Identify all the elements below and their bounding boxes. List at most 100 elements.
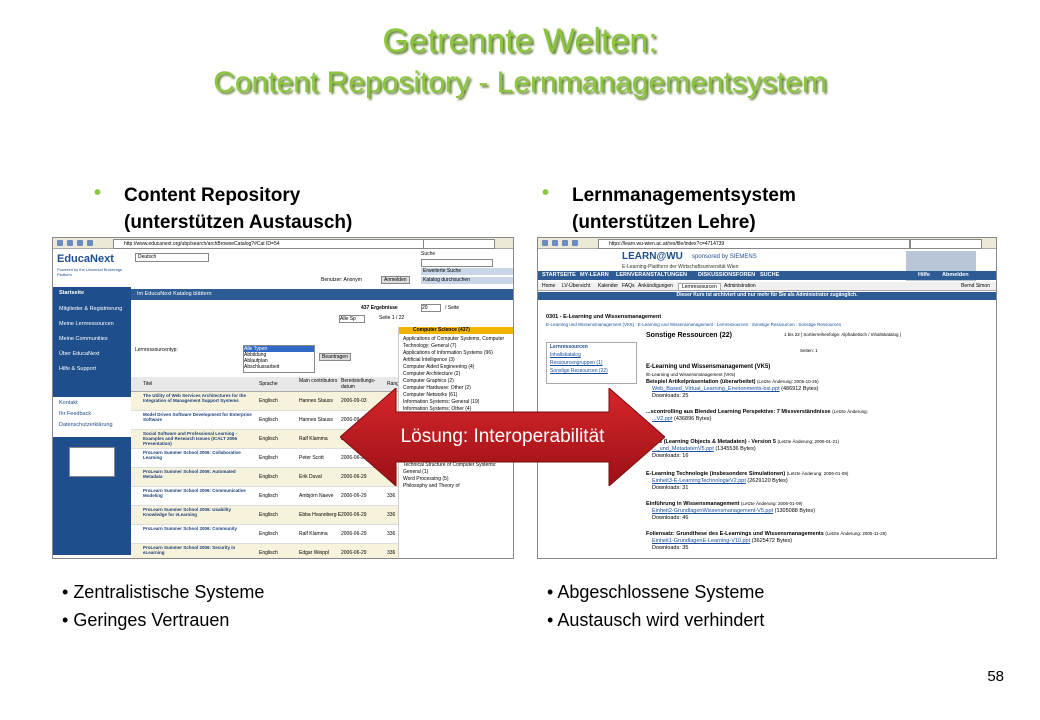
sidebar-item-other[interactable]: Sonstige Ressourcen (22) [550,368,608,374]
col-title[interactable]: Titel [143,381,153,387]
cell-title[interactable]: ProLearn Summer School 2006: Automated M… [143,469,236,479]
address-bar[interactable]: http://www.educanext.org/ubp/search/arch… [113,239,425,249]
cell-author: Ambjörn Naeve [299,493,334,499]
language-select[interactable]: Deutsch [135,253,209,262]
language-filter[interactable]: Alle Sp [339,315,365,323]
resource-file-link[interactable]: Web_Based_Virtual_Learning_Environments-… [652,386,780,392]
resource-file-link[interactable]: Einheit3-E-LearningTechnologieV2.ppt [652,478,746,484]
browser-toolbar: https://learn.wu-wien.ac.at/res/file/ind… [538,238,996,249]
sidebar-item-members[interactable]: Mitglieder & Registrierung [59,306,123,312]
cell-title[interactable]: Model Driven Software Development for En… [143,412,252,422]
col-language[interactable]: Sprache [259,381,278,387]
category-item[interactable]: Applications of Information Systems (96) [403,350,493,356]
resource-type-list[interactable]: Alle Typen Abbildung Ablaufplan Abschlus… [243,345,315,373]
table-row[interactable]: ProLearn Summer School 2006: Security in… [131,544,411,558]
breadcrumb[interactable]: E-Learning und Wissensmanagement (VK5) :… [546,322,842,327]
category-item[interactable]: Applications of Computer Systems, Comput… [403,336,505,349]
category-item[interactable]: Computer Networks (61) [403,392,458,398]
sidebar-item-home[interactable]: Startseite [59,290,85,296]
sidebar-item-communities[interactable]: Meine Communities [59,336,108,342]
resource-size: (3625472 Bytes) [751,538,793,544]
resource-title-text: ...scontrolling aus Blended Learning Per… [646,409,831,415]
resource-file-link[interactable]: ...V2.ppt [652,416,673,422]
sidebar-item-resources[interactable]: Meine Lernressourcen [59,321,114,327]
table-row[interactable]: ProLearn Summer School 2006: Usability K… [131,506,411,525]
cell-title[interactable]: ProLearn Summer School 2006: Security in… [143,545,236,555]
category-item[interactable]: Word Processing (5) [403,476,449,482]
category-item[interactable]: Philosophy and Theory of [403,483,460,489]
category-item[interactable]: Information Systems: General (19) [403,399,480,405]
resource-title: ...ards (Learning Objects & Metadaten) -… [646,438,946,446]
category-header[interactable]: Computer Science (437) [399,327,513,334]
extended-search-link[interactable]: Erweiterte Suche [421,268,513,275]
sidebar-item-catalog[interactable]: Inhaltskatalog [550,352,581,358]
tab-announcements[interactable]: Ankündigungen [638,283,673,289]
sidebar-nav: Startseite Mitglieder & Registrierung Me… [53,287,131,555]
cell-title[interactable]: ProLearn Summer School 2006: Communicati… [143,488,246,498]
browser-search-input[interactable] [423,239,495,249]
resource-title-text: ...ards (Learning Objects & Metadaten) -… [646,439,776,445]
category-item[interactable]: Computer Hardware: Other (2) [403,385,471,391]
sidebar-item-privacy[interactable]: Datenschutzerklärung [59,422,113,428]
browse-catalog-link[interactable]: Katalog durchsuchen [421,277,513,284]
course-title: 0301 - E-Learning und Wissensmanagement [546,314,662,320]
resource-file-link[interactable]: Einheit1-GrundlagenE-Learning-V10.ppt [652,538,751,544]
nav-logout[interactable]: Abmelden [942,272,969,278]
nav-forums[interactable]: DISKUSSIONSFOREN [698,272,756,278]
table-row[interactable]: ProLearn Summer School 2006: Communicati… [131,487,411,506]
cell-title[interactable]: Social Software and Professional Learnin… [143,431,238,446]
nav-help[interactable]: Hilfe [918,272,930,278]
cell-date: 2006-09-03 [341,417,367,423]
category-item[interactable]: Computer Graphics (2) [403,378,454,384]
col-contributors[interactable]: Main contributors [299,378,338,384]
type-option[interactable]: Abschlussarbeit [244,364,280,370]
browser-search-input[interactable] [910,239,982,249]
per-page-select[interactable]: 20 [421,304,441,312]
cell-title[interactable]: ProLearn Summer School 2006: Community [143,526,238,531]
resource-file-link[interactable]: Einheit2-GrundlagenWissensmanagement-V5.… [652,508,774,514]
cell-title[interactable]: ProLearn Summer School 2006: Usability K… [143,507,232,517]
site-search-input[interactable] [421,259,493,267]
category-item[interactable]: Information Systems: Other (4) [403,406,472,412]
tab-administration[interactable]: Administration [724,283,756,289]
login-button[interactable]: Anmelden [381,276,410,284]
col-rank[interactable]: Rang [387,381,399,387]
category-item[interactable]: Technical Structure of Computer Systems:… [403,462,497,475]
nav-search[interactable]: SUCHE [760,272,780,278]
tab-overview[interactable]: LV-Übersicht [562,283,591,289]
cell-title[interactable]: The Utility of Web Services Architecture… [143,393,247,403]
sidebar-item-about[interactable]: Über EducaNext [59,351,100,357]
sidebar-item-help[interactable]: Hilfe & Support [59,366,96,372]
sidebar-item-feedback[interactable]: Ihr Feedback [59,411,92,417]
cell-title[interactable]: ProLearn Summer School 2006: Collaborati… [143,450,241,460]
type-option[interactable]: Alle Typen [244,346,314,352]
category-item[interactable]: Computer Architecture (2) [403,371,461,377]
nav-mylearn[interactable]: MY-LEARN [580,272,609,278]
table-row[interactable]: ProLearn Summer School 2006: Automated M… [131,468,411,487]
resource-file-link[interactable]: ..._und_MetadatenV5.ppt [652,446,714,452]
results-table-header: Titel Sprache Main contributors Bereitst… [131,377,403,392]
sidebar-item-groups[interactable]: Ressourcengruppen (1) [550,360,603,366]
category-item[interactable]: Artificial Intelligence (3) [403,357,455,363]
type-option[interactable]: Abbildung [244,352,267,358]
table-row[interactable]: Model Driven Software Development for En… [131,411,411,430]
address-bar[interactable]: https://learn.wu-wien.ac.at/res/file/ind… [598,239,910,249]
resource-size: (1305088 Bytes) [774,508,815,514]
resource-file-line: ..._und_MetadatenV5.ppt (1345536 Bytes) [646,446,946,453]
col-date[interactable]: Bereitstellungs-datum [341,378,376,390]
tab-home[interactable]: Home [542,283,556,289]
resource-file-line: ...V2.ppt (436896 Bytes) [646,416,946,423]
resource-size: (436896 Bytes) [674,416,712,422]
table-row[interactable]: The Utility of Web Services Architecture… [131,392,411,411]
nav-courses[interactable]: LERNVERANSTALTUNGEN [616,272,687,278]
apply-button[interactable]: Beantragen [319,353,351,361]
category-item[interactable]: Computer Aided Engineering (4) [403,364,475,370]
sidebar-item-contact[interactable]: Kontakt [59,400,78,406]
tab-faqs[interactable]: FAQs [622,283,635,289]
tab-resources[interactable]: Lernressourcen [678,283,721,291]
tab-calendar[interactable]: Kalender [598,283,619,289]
type-option[interactable]: Ablaufplan [244,358,268,364]
table-row[interactable]: Social Software and Professional Learnin… [131,430,411,449]
nav-start[interactable]: STARTSEITE [542,272,576,278]
